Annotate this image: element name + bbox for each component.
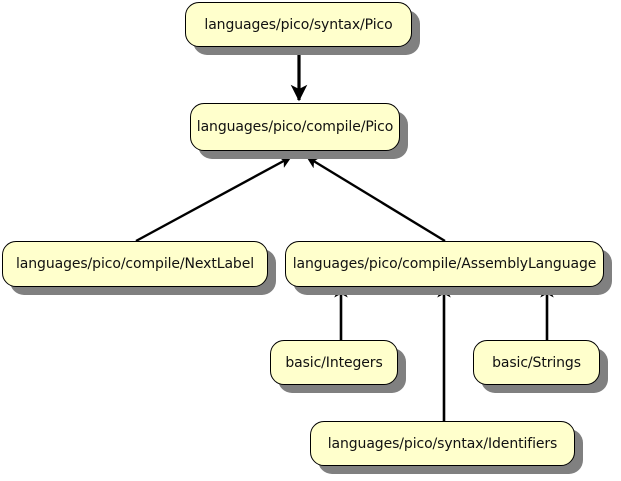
edge-assembly-language-to-compile-pico — [306, 155, 446, 243]
node-label: languages/pico/syntax/Pico — [204, 16, 393, 33]
node-languages-pico-compile-nextlabel[interactable]: languages/pico/compile/NextLabel — [2, 241, 268, 287]
node-label: languages/pico/compile/AssemblyLanguage — [292, 256, 597, 272]
node-languages-pico-syntax-pico[interactable]: languages/pico/syntax/Pico — [185, 2, 412, 47]
node-basic-integers[interactable]: basic/Integers — [270, 340, 398, 385]
node-languages-pico-compile-pico[interactable]: languages/pico/compile/Pico — [190, 103, 400, 151]
node-label: languages/pico/compile/Pico — [196, 119, 394, 135]
node-basic-strings[interactable]: basic/Strings — [473, 340, 600, 385]
node-label: basic/Strings — [492, 354, 581, 371]
edge-next-label-to-compile-pico — [135, 155, 292, 243]
node-label: basic/Integers — [285, 354, 383, 371]
node-languages-pico-syntax-identifiers[interactable]: languages/pico/syntax/Identifiers — [310, 421, 575, 466]
node-label: languages/pico/compile/NextLabel — [15, 256, 255, 272]
node-label: languages/pico/syntax/Identifiers — [327, 435, 558, 452]
node-languages-pico-compile-assemblylanguage[interactable]: languages/pico/compile/AssemblyLanguage — [285, 241, 604, 287]
